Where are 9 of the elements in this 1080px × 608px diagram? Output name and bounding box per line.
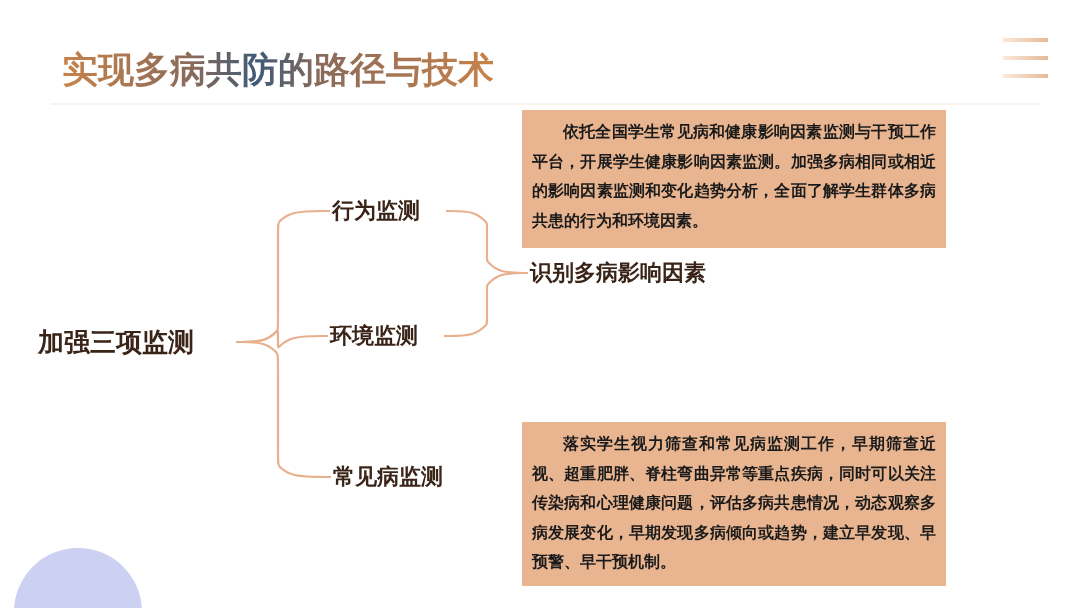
branch-label: 识别多病影响因素 [530,256,752,290]
branch-label: 行为监测 [332,195,444,227]
branch-label: 环境监测 [330,320,442,352]
text-card: 落实学生视力筛查和常见病监测工作，早期筛查近视、超重肥胖、脊柱弯曲异常等重点疾病，同时可以关注传染病和心理健康问题，评估多病共患情况，动态观察多病发展变化，早期发现多病倾向或趋势，建立早发现、早预警、早干预机制。 [522,422,946,586]
text-card: 依托全国学生常见病和健康影响因素监测与干预工作平台，开展学生健康影响因素监测。加强多病相同或相近的影响因素监测和变化趋势分析，全面了解学生群体多病共患的行为和环境因素。 [522,110,946,248]
branch-label: 加强三项监测 [38,323,234,361]
bracket-connector [236,340,331,479]
branch-label: 常见病监测 [333,461,471,493]
bracket-connector [444,271,528,338]
